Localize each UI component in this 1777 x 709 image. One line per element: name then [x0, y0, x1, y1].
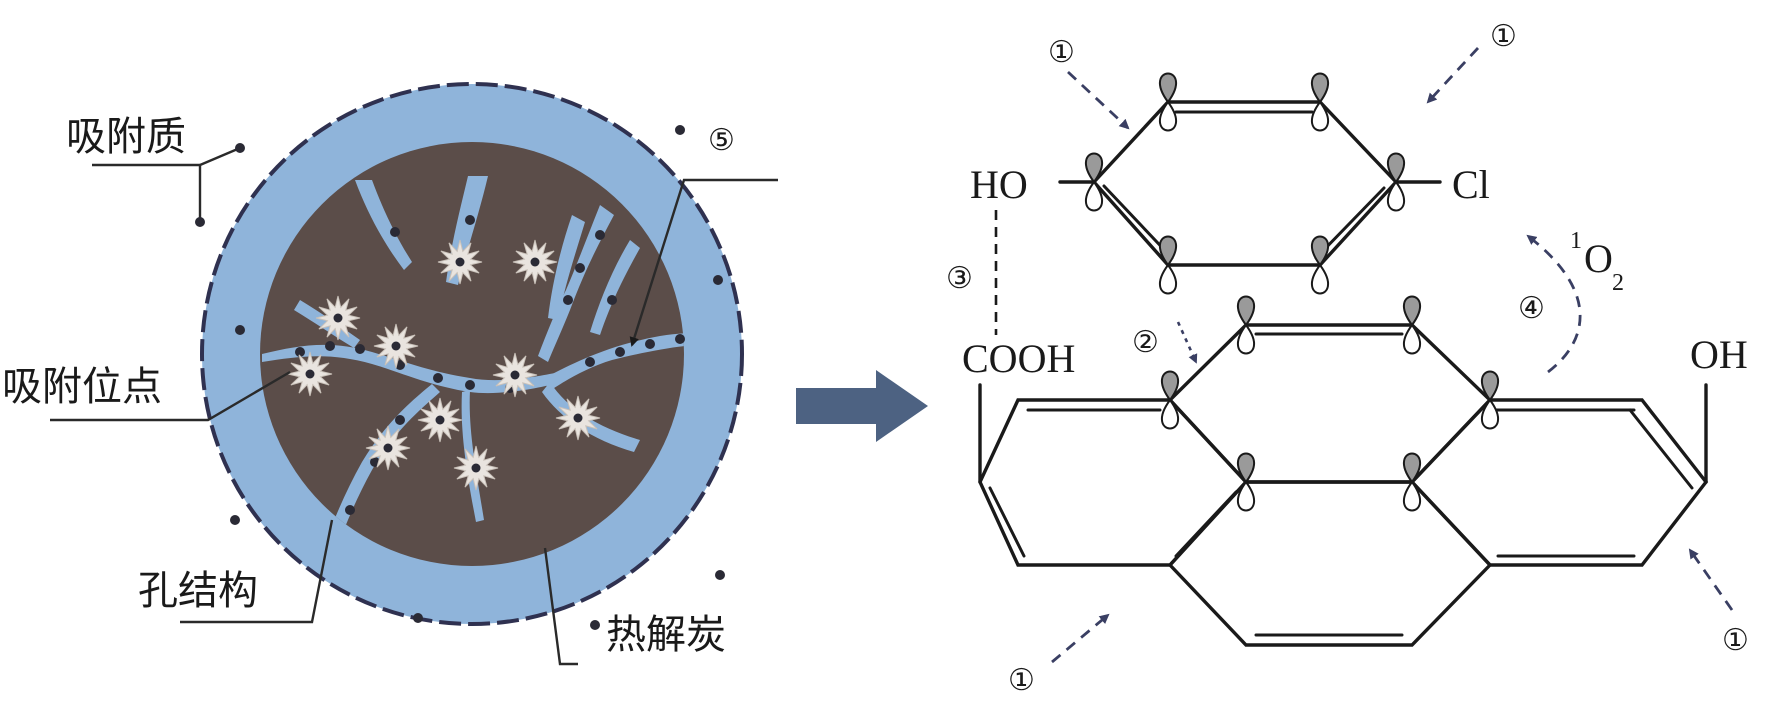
- marker-2: ②: [1132, 325, 1159, 360]
- pore-structure-leader: [180, 519, 334, 624]
- o2-subscript: 2: [1612, 270, 1624, 296]
- p-orbital-lobe: [1158, 263, 1178, 295]
- p-orbitals: [1084, 72, 1500, 512]
- adsorption-site-center: [510, 370, 520, 380]
- adsorption-site-center: [435, 415, 445, 425]
- group-cooh: COOH: [962, 336, 1075, 381]
- pi-pi-arrow-top-right: [1426, 47, 1480, 104]
- pore-channel: [542, 382, 640, 452]
- marker-5-leader: [629, 178, 778, 347]
- p-orbital-lobe: [1236, 480, 1256, 512]
- p-orbital-lobe: [1402, 480, 1422, 512]
- group-oh: OH: [1690, 332, 1748, 377]
- p-orbital-lobe: [1480, 370, 1500, 402]
- adsorption-site-center: [383, 443, 393, 453]
- transition-arrow: [796, 370, 928, 442]
- adsorption-site-center: [333, 313, 343, 323]
- marker-1-top-left: ①: [1048, 35, 1075, 70]
- double-bond: [1174, 490, 1238, 558]
- p-orbital-lobe: [1236, 323, 1256, 355]
- phenol-ring: [1091, 100, 1399, 267]
- adsorption-site-center: [455, 257, 465, 267]
- adsorbate-molecule: [195, 217, 205, 227]
- carbon-ring-top: [1167, 323, 1493, 484]
- label-pyrolytic-carbon: 热解炭: [606, 612, 726, 658]
- marker-1-bottom-left: ①: [1008, 663, 1035, 698]
- pore-channel: [262, 344, 562, 394]
- p-orbital-lobe: [1402, 323, 1422, 355]
- p-orbital-lobe: [1160, 398, 1180, 430]
- pyrolytic-carbon-leader: [543, 547, 578, 666]
- o2-superscript: 1: [1570, 228, 1582, 254]
- biochar-particle: [200, 82, 744, 630]
- group-ho: HO: [970, 162, 1028, 207]
- p-orbital-lobe: [1084, 152, 1104, 184]
- adsorption-site-stars: [287, 239, 601, 491]
- p-orbital-lobe: [1158, 72, 1178, 104]
- group-cl: Cl: [1452, 162, 1490, 207]
- double-bond: [988, 486, 1026, 558]
- carbon-ring-right: [1409, 398, 1709, 567]
- p-orbital-lobe: [1160, 370, 1180, 402]
- adsorption-site-center: [305, 369, 315, 379]
- adsorbate-leader-branch: [199, 146, 241, 167]
- pore-channel: [590, 240, 640, 335]
- adsorbate-molecule: [235, 143, 245, 153]
- adsorption-sites-leader: [50, 370, 291, 422]
- pore-channel: [548, 215, 585, 320]
- p-orbital-lobe: [1480, 398, 1500, 430]
- left-labels: 吸附质 吸附位点 孔结构 热解炭 ⑤: [2, 114, 778, 666]
- pore-channel: [355, 180, 412, 270]
- adsorbate-leader: [92, 163, 202, 222]
- adsorption-site-center: [530, 257, 540, 267]
- p-orbital-lobe: [1310, 263, 1330, 295]
- p-orbital-lobe: [1158, 100, 1178, 132]
- p-orbital-lobe: [1402, 452, 1422, 484]
- pore-channel: [461, 390, 484, 522]
- molecule-structure: [978, 72, 1709, 647]
- carbon-ring-bottom: [1167, 480, 1493, 647]
- p-orbital-lobe: [1310, 72, 1330, 104]
- marker-4: ④: [1518, 291, 1545, 326]
- p-orbital-lobe: [1158, 235, 1178, 267]
- p-orbital-lobe: [1402, 295, 1422, 327]
- label-pore-structure: 孔结构: [138, 568, 258, 614]
- p-orbital-lobe: [1236, 295, 1256, 327]
- pi-interaction-arrow: [1176, 321, 1198, 364]
- interaction-arrows: [994, 47, 1734, 664]
- label-adsorption-sites: 吸附位点: [2, 364, 162, 410]
- p-orbital-lobe: [1084, 180, 1104, 212]
- singlet-oxygen-arrow: [1526, 234, 1582, 374]
- p-orbital-lobe: [1310, 235, 1330, 267]
- adsorption-site-center: [573, 413, 583, 423]
- double-bond: [1628, 408, 1694, 490]
- right-labels: HO Cl COOH OH 1 O 2 ① ① ① ① ② ③ ④: [946, 19, 1749, 698]
- adsorption-site-center: [391, 341, 401, 351]
- p-orbital-lobe: [1386, 152, 1406, 184]
- pi-pi-arrow-bottom-right: [1688, 548, 1734, 611]
- pore-channel: [538, 205, 614, 362]
- p-orbital-lobe: [1310, 100, 1330, 132]
- marker-1-top-right: ①: [1490, 19, 1517, 54]
- carbon-ring-left: [978, 398, 1249, 567]
- pi-pi-arrow-bottom-left: [1051, 613, 1110, 664]
- singlet-oxygen: O: [1584, 236, 1613, 281]
- pi-pi-arrow-top-left: [1067, 70, 1130, 130]
- marker-5: ⑤: [708, 123, 735, 158]
- p-orbital-lobe: [1236, 452, 1256, 484]
- adsorption-site-center: [471, 463, 481, 473]
- p-orbital-lobe: [1386, 180, 1406, 212]
- marker-3: ③: [946, 261, 973, 296]
- label-adsorbate: 吸附质: [66, 114, 186, 160]
- marker-1-bottom-right: ①: [1722, 623, 1749, 658]
